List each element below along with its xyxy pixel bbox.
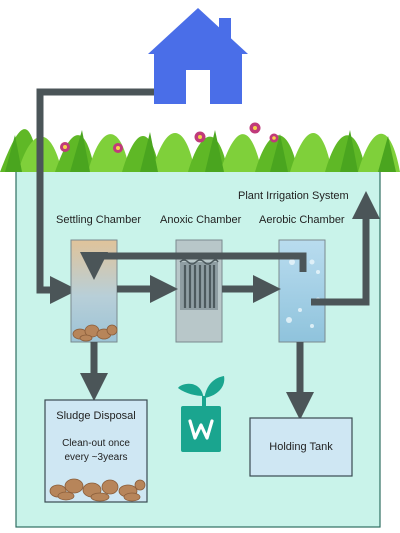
inlet-pipe	[36, 88, 154, 304]
flower-icon	[60, 122, 279, 153]
aerobic-chamber-label: Aerobic Chamber	[259, 214, 345, 226]
sludge-note-line1: Clean-out once	[62, 438, 130, 449]
house-icon	[148, 8, 248, 104]
irrigation-label: Plant Irrigation System	[238, 190, 349, 202]
sludge-rocks	[72, 324, 118, 342]
settling-chamber-label: Settling Chamber	[56, 214, 141, 226]
anoxic-chamber-label: Anoxic Chamber	[160, 214, 242, 226]
holding-tank-box	[249, 417, 353, 477]
sludge-disposal-box	[44, 399, 148, 503]
irrigation-pipe	[311, 191, 380, 306]
recirculation-pipe	[80, 252, 307, 280]
grass-icon	[0, 129, 400, 172]
plant-logo-icon	[178, 376, 225, 452]
sludge-note-line2: every ~3years	[64, 452, 128, 463]
sludge-disposal-label: Sludge Disposal	[56, 410, 136, 422]
holding-tank-label: Holding Tank	[269, 441, 333, 453]
